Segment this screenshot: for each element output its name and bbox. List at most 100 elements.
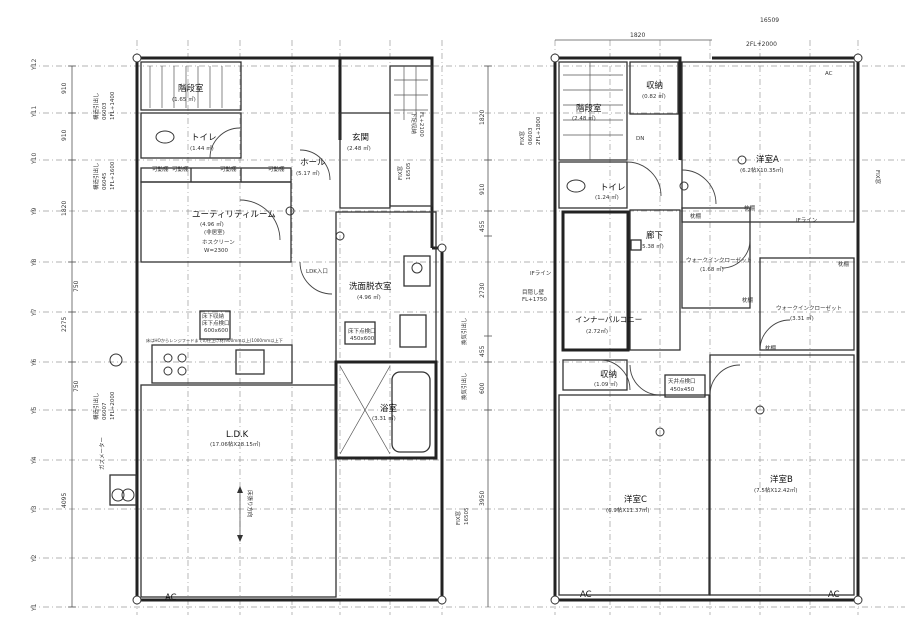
floor1-labels: 階段室 (1.65 ㎡) トイレ (1.44 ㎡) 可動棚 可動棚 可動棚 可動… (92, 83, 470, 603)
f1-entrance (339, 112, 391, 209)
f1-vent2: 換気引出し (460, 372, 468, 400)
f1-floor-dir: 床張り方向 (246, 490, 254, 518)
f1-washroom-label: 洗面脱衣室 (349, 281, 392, 292)
f1-outlet9: 1FL+2000 (110, 391, 116, 420)
f2-top-dim3: 2FL+2000 (746, 41, 777, 48)
f1-shoes-fl: FL+2100 (418, 112, 424, 137)
f1-ldk-entry: LDK入口 (306, 268, 328, 275)
f2-toilet-area: (1.24 ㎡) (595, 193, 619, 201)
floor2-labels: 1820 16509 2FL+2000 AC 階段室 (2.48 ㎡) 収納 (… (518, 17, 882, 600)
f2-storage2-label: 収納 (600, 369, 617, 380)
axis-y12: Y12 (31, 59, 38, 71)
f2-ceiling-check (664, 374, 706, 398)
f1-floor-storage2: 床下点検口 (202, 319, 230, 327)
f2-shelf-c: 枕棚 (742, 296, 754, 304)
f2-ac1: AC (825, 71, 833, 77)
f2-corridor-area: (5.38 ㎡) (640, 242, 664, 250)
axis-y3: Y3 (31, 505, 38, 514)
f1-floor-storage-size: 600x600 (204, 328, 229, 334)
f2-room-c-label: 洋室C (624, 494, 647, 505)
f2-toilet-label: トイレ (600, 183, 626, 193)
f2-wic2 (759, 257, 855, 351)
cdim-1820: 1820 (479, 110, 486, 125)
floor1-plan (109, 53, 447, 605)
f1-floor-check (344, 321, 376, 345)
cdim-455b: 455 (479, 345, 486, 357)
f1-kitchen-note: 床はHOからレンジフードまでの仕上げ材(900mm以上)1000mm以上下 (146, 337, 283, 344)
dim-1820: 1820 (61, 201, 68, 216)
f2-stair-room (558, 61, 628, 161)
cdim-2730: 2730 (479, 283, 486, 298)
f1-entrance-area: (2.48 ㎡) (347, 144, 371, 152)
f2-fline2: IFライン (796, 217, 818, 224)
axis-y6: Y6 (31, 358, 38, 367)
f2-room-b-label: 洋室B (770, 474, 793, 485)
f1-outlet1: 構造引出し (92, 92, 100, 120)
f2-room-a (681, 61, 855, 223)
f2-shelf-d: 枕棚 (838, 260, 850, 268)
f1-stair-steps (149, 66, 223, 108)
f2-balcony-label: インナーバルコニー (575, 315, 642, 324)
axis-y11: Y11 (31, 106, 38, 118)
f2-room-b-area: (7.5帖X12.42㎡) (754, 486, 798, 494)
f2-ceiling-check2: 450x450 (670, 387, 695, 393)
f1-stair-area: (1.65 ㎡) (172, 95, 196, 103)
f1-fix-bottom: FIX窓 (454, 510, 462, 525)
f2-fline1: IFライン (530, 270, 552, 277)
dim-2275: 2275 (61, 317, 68, 332)
f2-wic1-area: (1.68 ㎡) (700, 265, 724, 273)
f1-check-label: 床下点検口 (348, 327, 376, 335)
f1-bathtub (391, 371, 431, 453)
f1-toilet-area: (1.44 ㎡) (190, 144, 214, 152)
f2-corridor-label: 廊下 (646, 230, 664, 241)
f1-outlet7: 構造引出し (92, 392, 100, 420)
f1-screen: ホスクリーン (202, 239, 235, 246)
f2-corridor-mark (630, 239, 642, 251)
f1-stair-label: 階段室 (178, 83, 204, 94)
f1-outlet6: 1FL+1600 (110, 161, 116, 190)
y-axis-labels: Y12 Y11 Y10 Y9 Y8 Y7 Y6 Y5 Y4 Y3 Y2 Y1 (31, 59, 38, 612)
f1-utility-note: (非居室) (204, 228, 225, 236)
dim-910a: 910 (61, 82, 68, 94)
dim-750b: 750 (73, 380, 80, 392)
f1-bath-label: 浴室 (380, 403, 398, 414)
f1-hall-area: (5.17 ㎡) (296, 169, 320, 177)
f1-fix-bottom2: 16505 (464, 507, 470, 525)
f1-entrance-label: 玄関 (352, 132, 369, 143)
f2-fix-side: FIX窓 (874, 170, 882, 185)
f1-outlet8: 06007 (102, 402, 108, 420)
f1-toilet-room (140, 112, 242, 159)
f2-top-dim: 1820 (630, 32, 645, 39)
f1-fix1: FIX窓 (396, 165, 404, 180)
axis-y5: Y5 (31, 406, 38, 415)
dim-4095: 4095 (61, 493, 68, 508)
cdim-455a: 455 (479, 220, 486, 232)
f2-fix-b: 06003 (528, 127, 534, 145)
f2-ac2: AC (580, 590, 592, 600)
f1-ldk-area: (17.06帖X28.15㎡) (210, 440, 261, 448)
axis-y9: Y9 (31, 207, 38, 216)
f2-top-dim2: 16509 (760, 17, 779, 24)
f2-wall-note: 目隠し壁 (522, 288, 545, 296)
cdim-910: 910 (479, 183, 486, 195)
f2-room-a-area: (6.2帖X10.35㎡) (740, 166, 784, 174)
f1-kitchen-counter (151, 344, 293, 384)
f2-room-c-area: (6.9帖X11.37㎡) (606, 506, 650, 514)
f1-sink (403, 255, 431, 287)
left-dimensions: 910 910 1820 750 2275 750 4095 (61, 65, 80, 608)
f1-bath-area: (3.31 ㎡) (372, 414, 396, 422)
f1-shoes-label: 下足収納 (410, 112, 418, 135)
f2-wic1-label: ウォークインクローゼット (686, 256, 752, 264)
f2-storage2-area: (1.09 ㎡) (594, 380, 618, 388)
f1-shelf3: 可動棚 (220, 165, 237, 173)
f2-stair-area: (2.48 ㎡) (572, 114, 596, 122)
dim-910b: 910 (61, 129, 68, 141)
f2-room-b (709, 354, 855, 596)
f1-outlet3: 1FL+1400 (110, 91, 116, 120)
f1-utility-room (140, 181, 292, 263)
axis-y8: Y8 (31, 258, 38, 267)
axis-y2: Y2 (31, 554, 38, 563)
f1-outlet5: 06045 (102, 172, 108, 190)
f2-shelf-a: 枕棚 (690, 212, 702, 220)
f2-room-c (558, 394, 710, 596)
